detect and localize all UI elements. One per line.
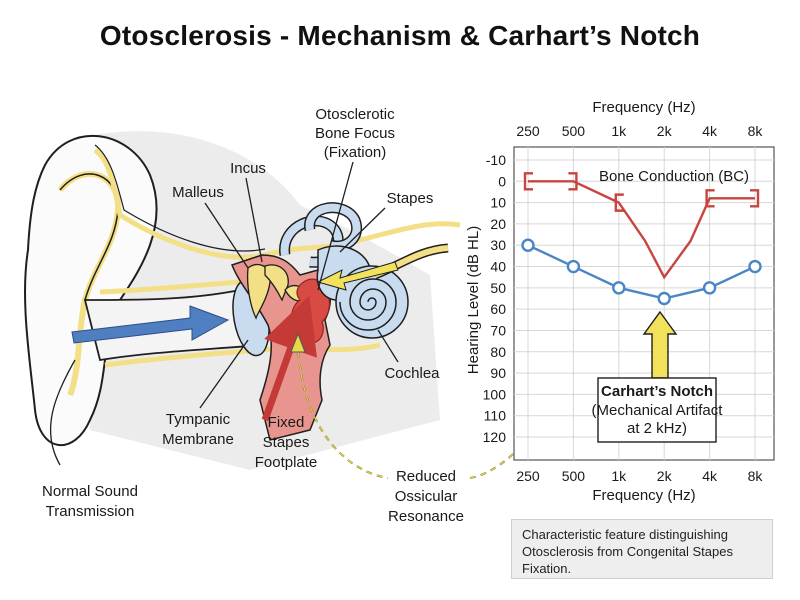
ac-point xyxy=(748,259,762,274)
ear-canal-lining-top xyxy=(99,279,241,295)
ear-anatomy xyxy=(24,131,461,470)
y-tick-label: 70 xyxy=(490,322,506,338)
canal-wall-top-outline xyxy=(94,144,266,252)
notch-box xyxy=(597,377,717,443)
bc-marker xyxy=(523,172,533,191)
audiogram: -10 0 10 20 30 40 50 60 70 80 90 100 110 120 250 250 500… xyxy=(465,99,775,504)
ac-point xyxy=(702,281,717,295)
bc-marker xyxy=(568,172,578,191)
notch-box-line3: at 2 kHz) xyxy=(627,420,687,437)
label-malleus: Malleus xyxy=(172,184,224,201)
top-axis-label: Frequency (Hz) xyxy=(592,99,695,116)
sound-arrow xyxy=(71,305,230,344)
x-tick-label-top: 250 xyxy=(516,123,540,139)
x-axis-label: Frequency (Hz) xyxy=(592,487,695,504)
x-tick-label-top: 8k xyxy=(748,123,764,139)
ac-point xyxy=(612,281,626,295)
y-tick-label: 40 xyxy=(490,259,506,275)
label-fixed-3: Footplate xyxy=(255,454,318,471)
x-tick-label-bottom: 500 xyxy=(562,468,586,484)
label-focus-3: (Fixation) xyxy=(324,144,387,161)
label-focus-2: Bone Focus xyxy=(315,125,395,142)
audiogram-grid xyxy=(514,147,774,460)
label-tympanic-1: Tympanic xyxy=(166,411,231,428)
label-cochlea: Cochlea xyxy=(384,365,440,382)
x-tick-label-top: 1k xyxy=(611,123,627,139)
x-tick-label-bottom: 250 xyxy=(516,468,540,484)
label-incus: Incus xyxy=(230,160,266,177)
label-reduced-1: Reduced xyxy=(396,468,456,485)
y-tick-label: 60 xyxy=(490,301,506,317)
y-tick-label: 10 xyxy=(490,195,506,211)
label-fixed-2: Stapes xyxy=(263,434,310,451)
x-tick-label-bottom: 8k xyxy=(748,468,764,484)
label-fixed-1: Fixed xyxy=(268,414,305,431)
notch-box-line2: (Mechanical Artifact xyxy=(592,402,724,419)
leader-lines xyxy=(49,161,399,466)
y-tick-label: 90 xyxy=(490,365,506,381)
label-focus-1: Otosclerotic xyxy=(315,106,395,123)
y-tick-label: -10 xyxy=(486,152,506,168)
ac-point xyxy=(521,238,535,252)
label-reduced-2: Ossicular xyxy=(395,488,458,505)
anatomy-labels: Otosclerotic Bone Focus (Fixation) Incus… xyxy=(42,106,464,525)
x-tick-label-bottom: 2k xyxy=(657,468,673,484)
notch-box-title: Carhart’s Notch xyxy=(601,383,713,400)
bc-marker xyxy=(750,189,760,208)
x-tick-label-bottom: 1k xyxy=(611,468,627,484)
label-normal-1: Normal Sound xyxy=(42,483,138,500)
x-tick-label-top: 2k xyxy=(657,123,673,139)
y-tick-label: 0 xyxy=(498,173,506,189)
x-tick-label-top: 4k xyxy=(702,123,718,139)
y-tick-label: 110 xyxy=(484,408,507,424)
footnote: Characteristic feature distinguishing Ot… xyxy=(511,519,773,579)
ac-point xyxy=(566,259,581,274)
page-title: Otosclerosis - Mechanism & Carhart’s Not… xyxy=(99,20,701,51)
x-tick-label-bottom: 4k xyxy=(702,468,718,484)
y-tick-label: 120 xyxy=(483,429,507,445)
audiogram-series xyxy=(521,172,762,306)
bc-marker xyxy=(705,189,715,208)
y-tick-label: 30 xyxy=(490,237,506,253)
label-reduced-3: Resonance xyxy=(388,508,464,525)
audiogram-ticks: -10 0 10 20 30 40 50 60 70 80 90 100 110 120 250 250 500… xyxy=(483,123,764,484)
label-tympanic-2: Membrane xyxy=(162,431,234,448)
ac-point xyxy=(657,291,671,306)
y-axis-label: Hearing Level (dB HL) xyxy=(465,226,482,374)
y-tick-label: 80 xyxy=(490,344,506,360)
bc-marker xyxy=(614,193,624,212)
y-tick-label: 100 xyxy=(483,386,507,402)
y-tick-label: 50 xyxy=(490,280,506,296)
malleus xyxy=(246,263,271,320)
x-tick-label-top: 500 xyxy=(562,123,586,139)
resonance-arrowhead-left xyxy=(290,332,306,353)
legend-bone-conduction: Bone Conduction (BC) xyxy=(599,168,749,185)
y-tick-label: 20 xyxy=(490,216,506,232)
fixation-arrow xyxy=(261,295,317,422)
label-stapes: Stapes xyxy=(387,190,434,207)
stapes-yellow-arrow xyxy=(316,261,399,291)
ac-line xyxy=(527,244,756,300)
cochlea xyxy=(335,265,409,339)
label-normal-2: Transmission xyxy=(46,503,135,520)
